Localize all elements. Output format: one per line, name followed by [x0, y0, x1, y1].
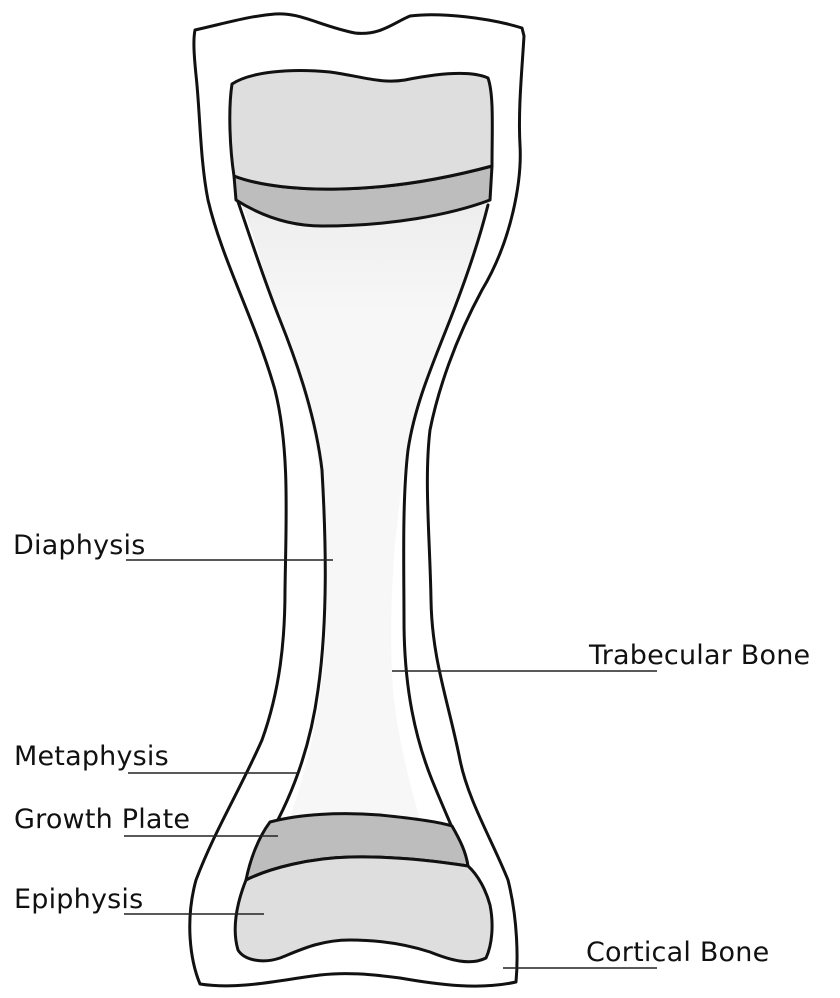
label-trabecular-bone: Trabecular Bone [588, 640, 810, 671]
epiphysis-upper [230, 71, 493, 190]
label-cortical-bone: Cortical Bone [586, 937, 769, 968]
label-epiphysis: Epiphysis [14, 884, 143, 915]
label-diaphysis: Diaphysis [13, 530, 146, 561]
label-growth-plate: Growth Plate [14, 804, 190, 835]
label-metaphysis: Metaphysis [14, 741, 169, 772]
